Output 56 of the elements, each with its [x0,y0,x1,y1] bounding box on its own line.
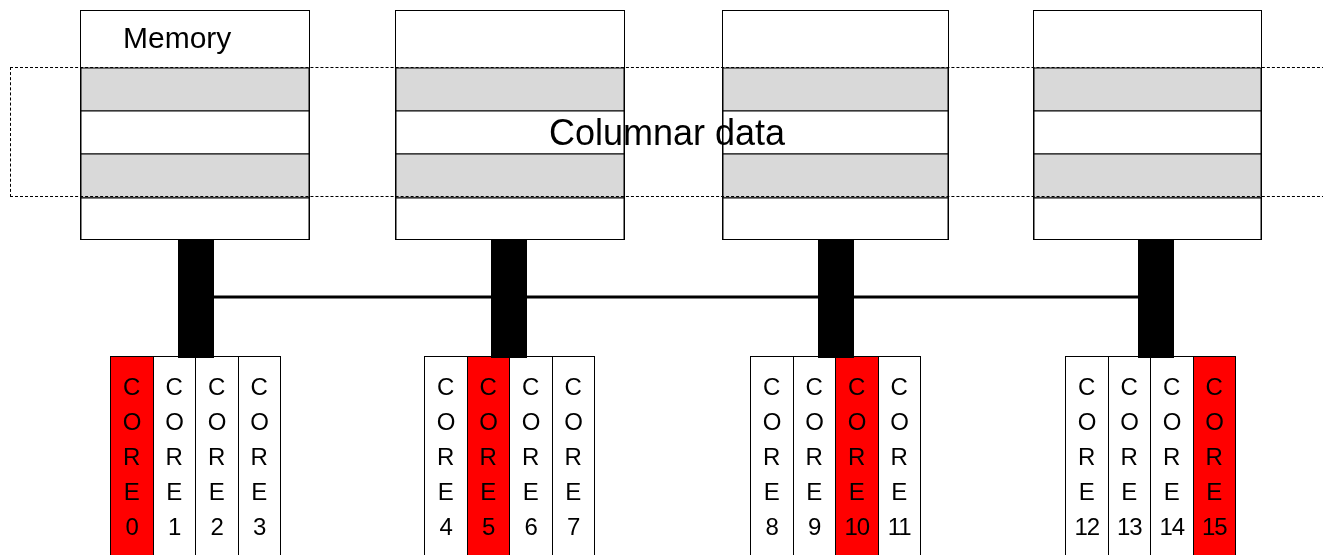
core-label: CORE [762,372,781,507]
core-column [877,356,921,555]
core-label: CORE [165,372,184,507]
interconnect-bar [178,246,214,358]
core-column [424,356,468,555]
core-number: 1 [168,512,181,542]
core-label: CORE [436,372,455,507]
core-label: CORE [890,372,909,507]
memory-box [80,10,310,240]
core-label: CORE [207,372,226,507]
core-number: 13 [1116,512,1142,542]
core-label: CORE [1205,372,1224,507]
core-label: CORE [122,372,141,507]
core-column [466,356,510,555]
interconnect-bar [491,246,527,358]
core-column [1065,356,1109,555]
core-number: 0 [125,512,138,542]
connector-line [491,240,527,246]
connector-line [527,295,818,299]
core-label: CORE [250,372,269,507]
core-label: CORE [564,372,583,507]
core-number: 10 [844,512,870,542]
core-number: 4 [439,512,452,542]
core-label: CORE [479,372,498,507]
core-number: 6 [524,512,537,542]
core-label: CORE [1162,372,1181,507]
core-number: 7 [567,512,580,542]
core-number: 15 [1201,512,1227,542]
core-column [551,356,595,555]
core-number: 12 [1074,512,1100,542]
core-label: CORE [1120,372,1139,507]
core-number: 11 [887,512,911,542]
core-number: 5 [482,512,495,542]
core-column [1192,356,1236,555]
memory-label: Memory [123,21,232,55]
interconnect-bar [1138,246,1174,358]
core-number: 8 [765,512,778,542]
core-column [835,356,879,555]
core-number: 14 [1159,512,1185,542]
core-label: CORE [1077,372,1096,507]
connector-line [818,240,854,246]
core-column [110,356,154,555]
core-label: CORE [805,372,824,507]
core-label: CORE [847,372,866,507]
connector-line [178,240,214,246]
connector-line [1138,240,1174,246]
core-number: 2 [210,512,223,542]
core-column [237,356,281,555]
core-label: CORE [521,372,540,507]
core-number: 9 [808,512,821,542]
core-column [750,356,794,555]
core-number: 3 [253,512,266,542]
connector-line [854,295,1138,299]
interconnect-bar [818,246,854,358]
connector-line [214,295,491,299]
memory-box [1033,10,1262,240]
